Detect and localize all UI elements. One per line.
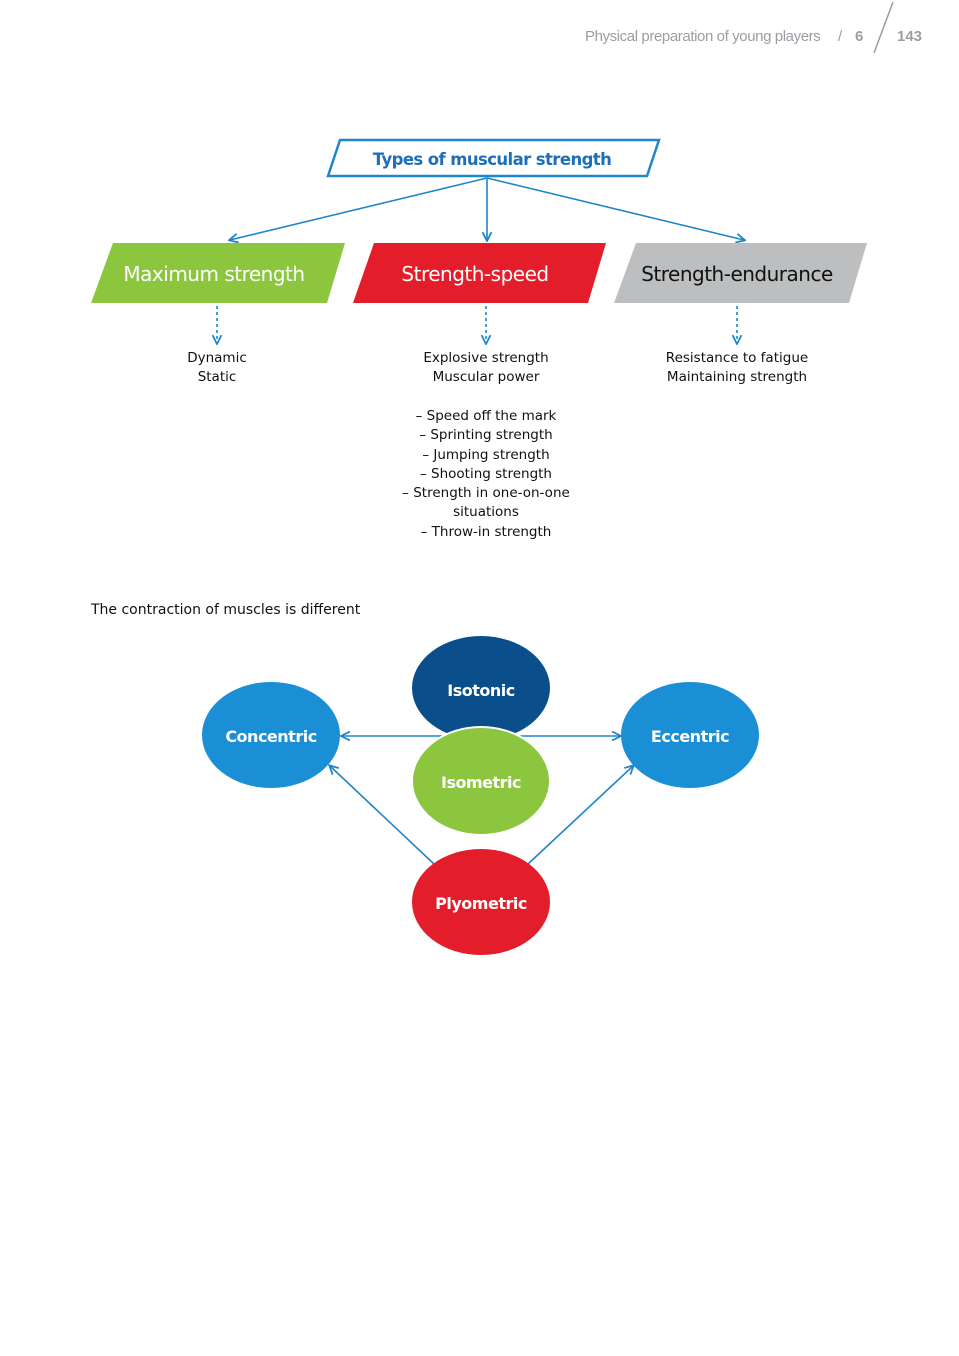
list-item: Explosive strength	[423, 350, 549, 366]
node-concentric: Concentric	[202, 682, 340, 788]
category-strength-speed: Strength-speed	[353, 243, 606, 303]
arrow-plyo-concentric	[330, 766, 435, 865]
list-item: – Speed off the mark	[415, 408, 557, 424]
contraction-arrows	[330, 736, 633, 865]
list-item: – Sprinting strength	[419, 427, 553, 444]
list-item: Maintaining strength	[666, 369, 808, 386]
connector-maximum	[230, 177, 488, 240]
strength-speed-subitems: – Speed off the mark – Sprinting strengt…	[386, 407, 586, 542]
list-item: Resistance to fatigue	[665, 350, 809, 366]
node-plyometric: Plyometric	[412, 849, 550, 955]
list-item: – Strength in one-on-one	[402, 485, 570, 502]
types-title-text: Types of muscular strength	[373, 150, 611, 169]
node-label: Eccentric	[651, 727, 729, 746]
category-maximum-strength: Maximum strength	[91, 243, 345, 303]
node-isotonic: Isotonic	[412, 636, 550, 740]
node-label: Isotonic	[447, 681, 514, 700]
types-title-box: Types of muscular strength	[326, 138, 661, 178]
node-label: Isometric	[441, 773, 521, 792]
title-connectors	[230, 177, 744, 240]
category-strength-endurance: Strength-endurance	[614, 243, 867, 303]
node-isometric: Isometric	[411, 726, 551, 836]
category-label: Maximum strength	[123, 262, 304, 286]
node-label: Concentric	[225, 727, 316, 746]
page-number: 143	[897, 28, 923, 45]
list-item: Muscular power	[432, 369, 540, 386]
node-label: Plyometric	[435, 894, 527, 913]
category-label: Strength-speed	[401, 262, 548, 286]
node-eccentric: Eccentric	[621, 682, 759, 788]
contraction-caption: The contraction of muscles is different	[91, 602, 361, 618]
list-item: Static	[197, 369, 237, 386]
chapter-number: 6	[855, 28, 864, 45]
list-item: Dynamic	[187, 350, 247, 366]
category-label: Strength-endurance	[641, 262, 833, 286]
list-item: – Jumping strength	[422, 446, 550, 463]
arrow-plyo-eccentric	[527, 766, 633, 865]
list-item: – Shooting strength	[419, 465, 552, 482]
maximum-strength-items: Dynamic Static	[137, 349, 297, 388]
connector-endurance	[486, 177, 744, 240]
header-separator: /	[838, 28, 843, 45]
running-title: Physical preparation of young players	[585, 28, 821, 45]
strength-endurance-items: Resistance to fatigue Maintaining streng…	[637, 349, 837, 388]
dotted-arrows	[217, 306, 737, 343]
list-item: – Throw-in strength	[420, 523, 552, 540]
list-item: situations	[453, 504, 519, 521]
strength-speed-items: Explosive strength Muscular power	[386, 349, 586, 388]
